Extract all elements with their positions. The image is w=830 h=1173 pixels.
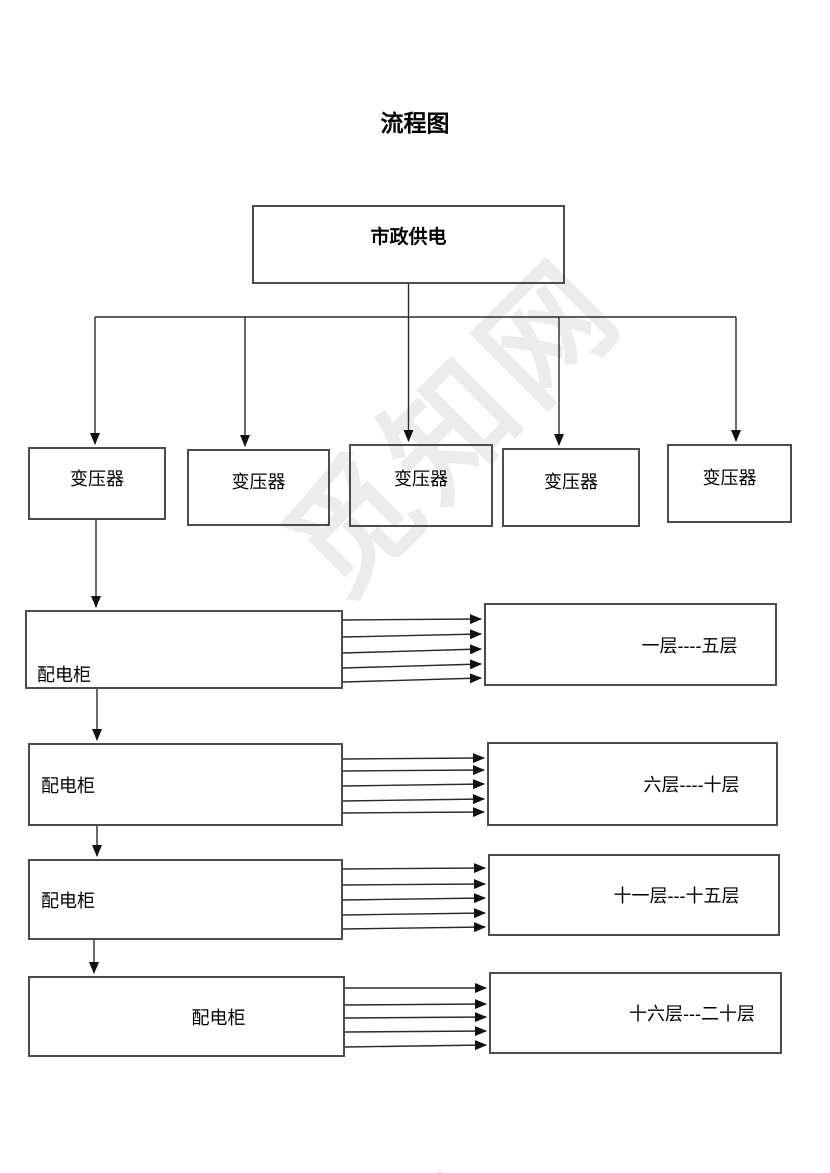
node-transformer-5: 变压器 — [667, 444, 792, 523]
cabinet-label: 配电柜 — [37, 665, 91, 685]
node-distribution-cabinet-1: 配电柜 — [25, 610, 343, 689]
cabinet-label: 配电柜 — [41, 890, 95, 911]
floor-label: 六层----十层 — [643, 775, 740, 795]
node-transformer-1: 变压器 — [28, 447, 166, 520]
floor-label: 十六层---二十层 — [629, 1004, 755, 1024]
node-transformer-4: 变压器 — [502, 448, 640, 527]
node-distribution-cabinet-3: 配电柜 — [28, 859, 343, 940]
cabinet-label: 配电柜 — [191, 1007, 246, 1028]
node-floors-16-to-20: 十六层---二十层 — [489, 972, 782, 1054]
floor-label: 一层----五层 — [641, 635, 738, 656]
source-to-transformers-connectors — [90, 284, 741, 447]
cabinet-to-floor-feeders — [342, 614, 487, 1051]
node-floors-1-to-5: 一层----五层 — [484, 603, 777, 686]
node-distribution-cabinet-4: 配电柜 — [28, 976, 345, 1057]
cabinet-chain-connectors — [89, 520, 102, 974]
node-floors-6-to-10: 六层----十层 — [487, 742, 778, 826]
node-transformer-3: 变压器 — [349, 444, 493, 527]
node-municipal-power: 市政供电 — [252, 205, 565, 284]
node-distribution-cabinet-2: 配电柜 — [28, 743, 343, 826]
node-floors-11-to-15: 十一层---十五层 — [488, 854, 780, 936]
floor-label: 十一层---十五层 — [613, 886, 740, 906]
cabinet-label: 配电柜 — [41, 775, 95, 796]
page-title: 流程图 — [380, 110, 450, 136]
node-transformer-2: 变压器 — [187, 449, 330, 526]
